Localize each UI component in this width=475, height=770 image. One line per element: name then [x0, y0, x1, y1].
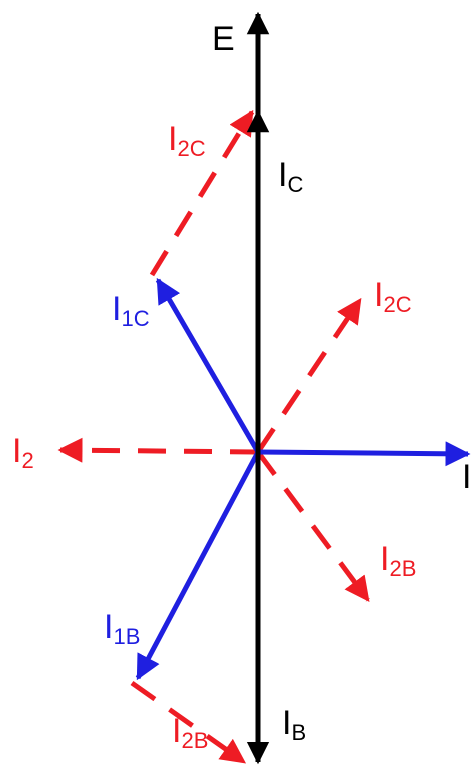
label-i2c-top: I2C [168, 120, 206, 161]
label-i2b-bottom: I2B [172, 712, 208, 753]
label-i1b: I1B [104, 608, 140, 649]
label-i2b-right: I2B [380, 540, 416, 581]
label-e: E [212, 20, 235, 58]
label-i-right: I [462, 458, 471, 496]
i2-phasor [57, 437, 259, 463]
i2c-shifted-phasor [149, 109, 255, 277]
label-i2: I2 [12, 432, 34, 473]
i1b-phasor [135, 450, 261, 681]
label-i2c-right: I2C [374, 276, 412, 317]
i1c-phasor [155, 277, 261, 454]
i2c-phasor [255, 297, 363, 454]
label-i1c: I1C [112, 290, 150, 331]
i-phasor [257, 441, 471, 467]
label-ib: IB [282, 704, 306, 745]
label-ic: IC [278, 156, 303, 197]
i2b-shifted-phasor [130, 680, 247, 765]
i2b-phasor [255, 450, 371, 603]
